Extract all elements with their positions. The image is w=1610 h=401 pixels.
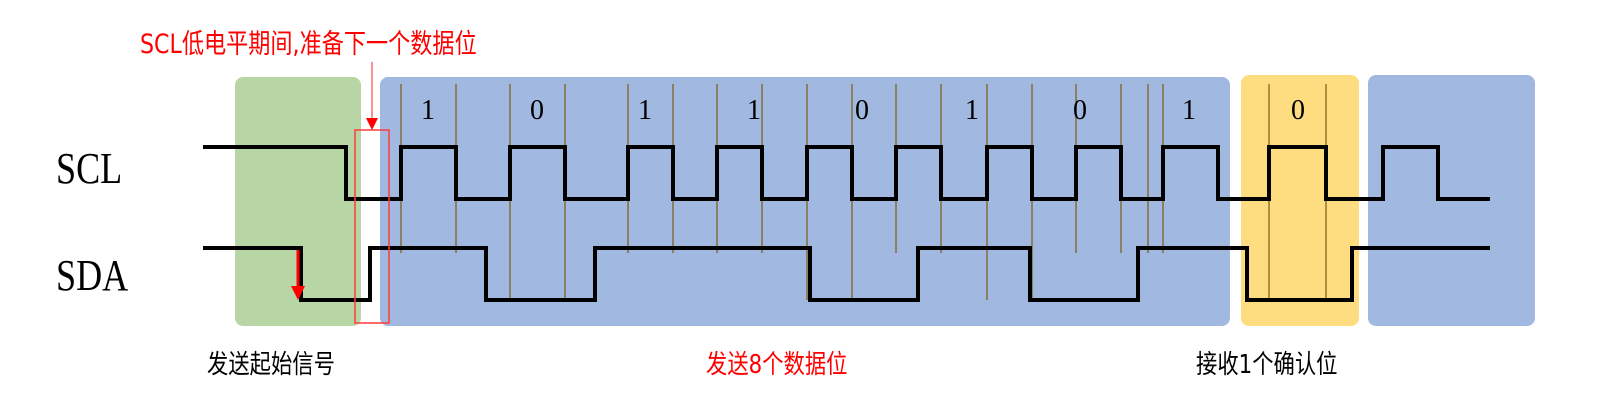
start-condition-arrow-icon: [291, 250, 305, 300]
start-region: [235, 77, 361, 326]
bit-label: 0: [855, 95, 869, 126]
start-caption: 发送起始信号: [207, 350, 335, 380]
bit-label: 1: [638, 95, 652, 126]
sda-waveform: [203, 246, 1490, 302]
data-region: [380, 77, 1230, 326]
sda-label: SDA: [56, 251, 129, 300]
bit-label: 1: [965, 95, 979, 126]
ack-caption: 接收1个确认位: [1196, 350, 1338, 380]
bit-label: 1: [421, 95, 435, 126]
annotation-text: SCL低电平期间,准备下一个数据位: [140, 29, 477, 60]
ack-bit-label: 0: [1291, 95, 1305, 126]
bit-label: 1: [1182, 95, 1196, 126]
bit-label: 0: [530, 95, 544, 126]
scl-label: SCL: [56, 144, 123, 193]
bit-label: 0: [1073, 95, 1087, 126]
annotation-arrow-icon: [366, 62, 378, 130]
bit-label: 1: [747, 95, 761, 126]
scl-waveform: [203, 145, 1490, 201]
data-caption: 发送8个数据位: [706, 350, 848, 380]
ack-region: [1241, 75, 1359, 326]
low-period-highlight-box: [354, 129, 390, 324]
